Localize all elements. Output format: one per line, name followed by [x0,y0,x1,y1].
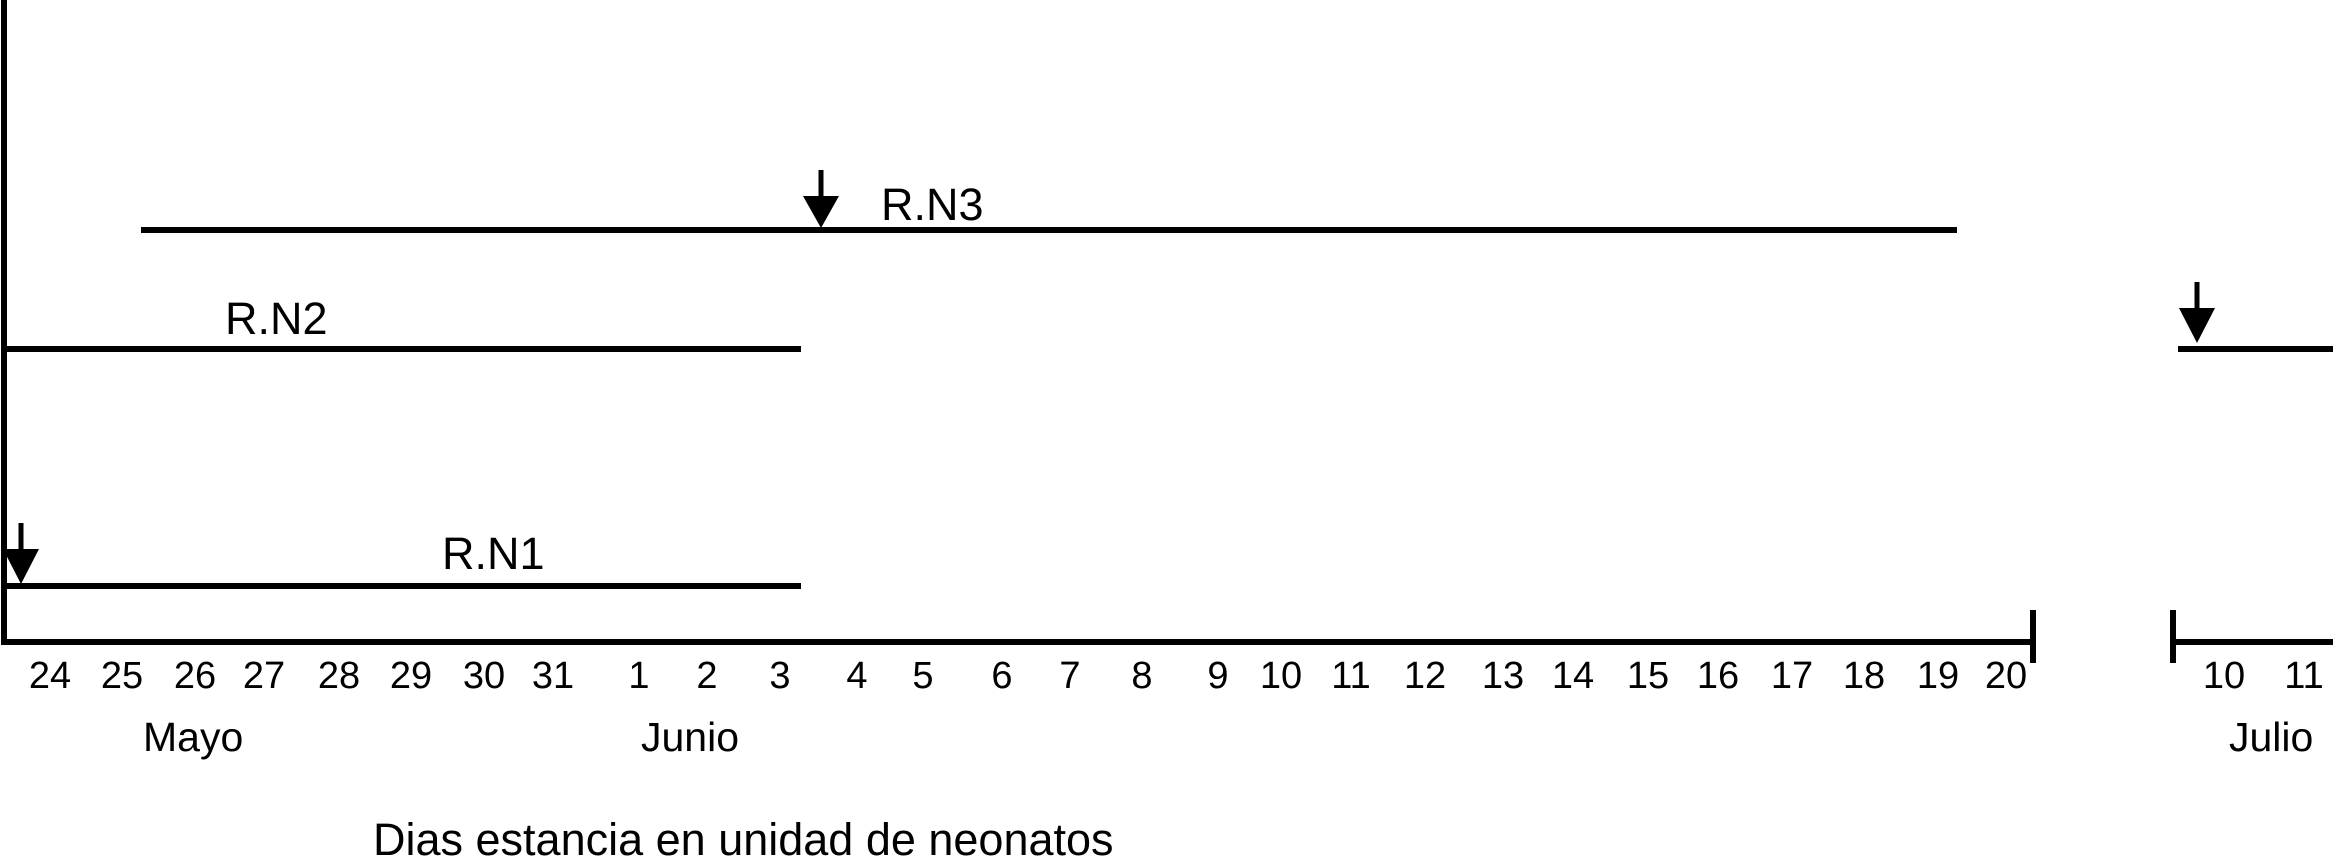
day-label: 29 [390,655,432,697]
arrow-down-icon [2179,308,2215,343]
day-label: 3 [769,655,790,697]
patient-label: R.N1 [442,528,545,579]
patient-bar-rn3: R.N3 [141,170,1957,233]
day-label: 24 [29,655,71,697]
month-label-junio: Junio [641,714,739,760]
day-label: 19 [1917,655,1959,697]
day-label: 15 [1627,655,1669,697]
day-label: 4 [846,655,867,697]
day-label: 31 [532,655,574,697]
arrow-down-icon [3,549,39,584]
day-label: 28 [318,655,360,697]
day-label: 12 [1404,655,1446,697]
patient-bar-rn1: R.N1 [3,523,801,589]
day-label: 2 [696,655,717,697]
day-label: 11 [2284,655,2323,697]
day-label: 10 [1260,655,1302,697]
day-tick-labels: 24 25 26 27 28 29 30 31 1 2 3 4 5 6 7 8 … [29,655,2324,697]
patient-bar-rn2: R.N2 [4,282,2333,352]
day-label: 1 [628,655,649,697]
day-label: 14 [1552,655,1594,697]
day-label: 30 [463,655,505,697]
day-label: 7 [1059,655,1080,697]
day-label: 18 [1843,655,1885,697]
day-label: 16 [1697,655,1739,697]
day-label: 8 [1131,655,1152,697]
day-label: 13 [1482,655,1524,697]
day-label: 25 [101,655,143,697]
day-label: 10 [2203,655,2245,697]
day-label: 11 [1331,655,1370,697]
day-label: 20 [1985,655,2027,697]
patient-label: R.N3 [881,179,984,230]
month-label-julio: Julio [2229,714,2313,760]
month-label-mayo: Mayo [143,714,243,760]
day-label: 6 [991,655,1012,697]
arrow-down-icon [803,196,839,228]
diagram-caption: Dias estancia en unidad de neonatos [373,814,1114,865]
day-label: 17 [1771,655,1813,697]
day-label: 26 [174,655,216,697]
day-label: 5 [912,655,933,697]
day-label: 9 [1207,655,1228,697]
patient-label: R.N2 [225,293,328,344]
day-label: 27 [243,655,285,697]
